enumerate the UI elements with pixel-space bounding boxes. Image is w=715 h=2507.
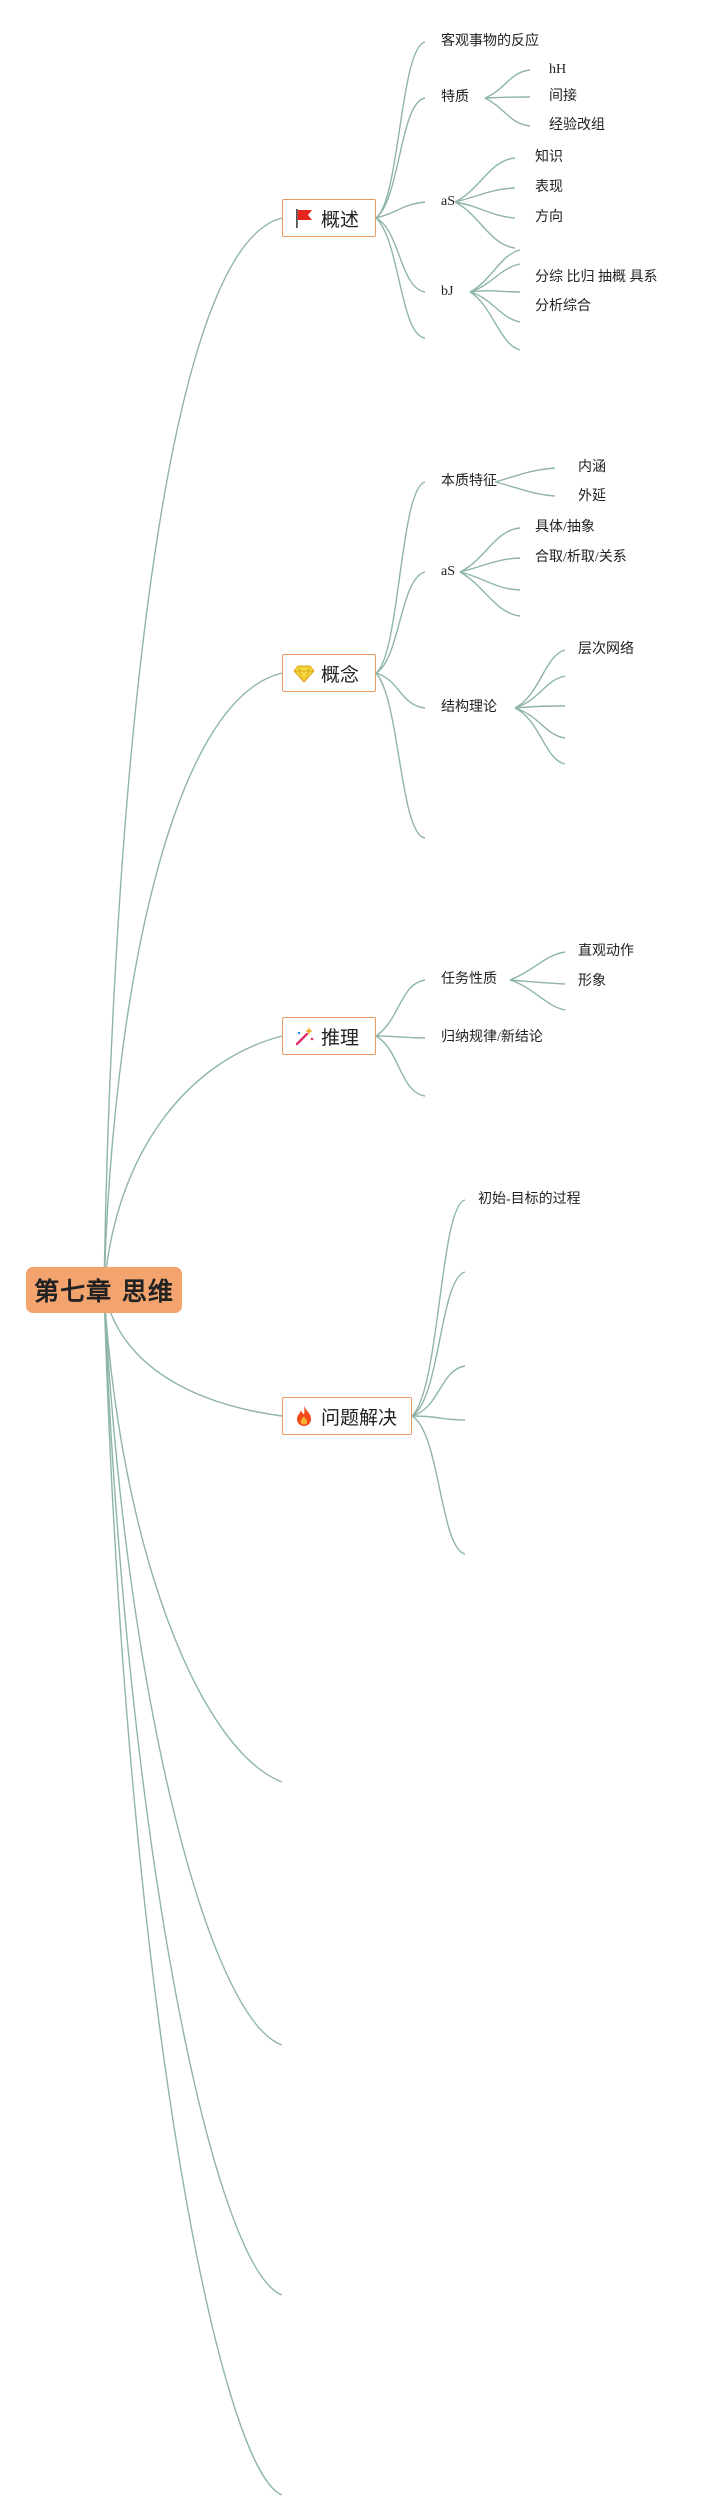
edge-root-to-empty-5 xyxy=(103,1289,283,1783)
edge-b2-c2-e2 xyxy=(459,571,521,617)
edge-b1-c1 xyxy=(375,41,426,219)
node-b2-c1-g1[interactable]: 内涵 xyxy=(578,460,606,475)
edge-b2-c3-e1 xyxy=(514,675,566,709)
branch-label: 概述 xyxy=(321,208,360,231)
edge-b2-c3-e3 xyxy=(514,707,566,739)
node-b2-c3-g1[interactable]: 层次网络 xyxy=(578,642,634,657)
node-b1-c3-g3[interactable]: 方向 xyxy=(535,210,563,225)
edge-root-to-branch-4 xyxy=(103,1289,283,1417)
node-b2-c3[interactable]: 结构理论 xyxy=(441,700,497,715)
node-b3-c2[interactable]: 归纳规律/新结论 xyxy=(441,1030,543,1045)
edge-b2-c2 xyxy=(375,571,426,674)
node-b2-c1-g2[interactable]: 外延 xyxy=(578,489,606,504)
branch-label: 推理 xyxy=(321,1026,360,1049)
edge-b1-c3-g1 xyxy=(454,157,516,203)
edge-b4-e4 xyxy=(411,1415,466,1555)
edge-b1-c2-g1 xyxy=(484,69,531,99)
branch-label: 问题解决 xyxy=(321,1406,398,1429)
root-node[interactable]: 第七章 思维 xyxy=(26,1267,182,1313)
edge-b3-empty xyxy=(375,1035,426,1097)
edge-b1-c4-g1 xyxy=(469,249,521,293)
edge-b1-c3-e1 xyxy=(454,201,516,249)
edge-b1-c4-g2 xyxy=(469,263,521,293)
node-b1-c2-g2[interactable]: 间接 xyxy=(549,89,577,104)
edge-b2-c1-g2 xyxy=(494,481,556,497)
node-b1-c4-g2[interactable]: 分析综合 xyxy=(535,299,591,314)
edge-b1-empty xyxy=(375,217,426,339)
edge-b1-c3-g3 xyxy=(454,201,516,219)
node-b1-c4[interactable]: bJ xyxy=(441,284,454,299)
node-b1-c2-g3[interactable]: 经验改组 xyxy=(549,118,605,133)
edge-b3-c1-e1 xyxy=(509,979,566,1011)
branch-node-concept[interactable]: 概念 xyxy=(282,654,376,692)
branch-node-overview[interactable]: 概述 xyxy=(282,199,376,237)
node-b3-c1[interactable]: 任务性质 xyxy=(441,972,497,987)
edge-b2-c1-g1 xyxy=(494,467,556,483)
edge-b3-c1-g2 xyxy=(509,979,566,985)
edge-b1-c2 xyxy=(375,97,426,219)
branch-label: 概念 xyxy=(321,663,360,686)
gem-icon xyxy=(293,662,315,684)
edge-root-to-branch-1 xyxy=(103,217,283,1291)
node-b3-c1-g2[interactable]: 形象 xyxy=(578,974,606,989)
edge-b2-c3-e4 xyxy=(514,707,566,765)
edge-b2-c3 xyxy=(375,672,426,709)
node-b4-c1[interactable]: 初始-目标的过程 xyxy=(478,1192,581,1207)
edge-b1-c3 xyxy=(375,201,426,219)
edge-b4-e2 xyxy=(411,1365,466,1417)
edge-b2-c2-g2 xyxy=(459,557,521,573)
sparkle-wand-icon xyxy=(293,1025,315,1047)
node-b1-c3-g2[interactable]: 表现 xyxy=(535,180,563,195)
edge-b4-e3 xyxy=(411,1415,466,1421)
edge-b1-c4-e1 xyxy=(469,289,521,293)
node-b1-c3-g1[interactable]: 知识 xyxy=(535,150,563,165)
edge-b2-c2-e1 xyxy=(459,571,521,591)
edge-b1-c2-g2 xyxy=(484,96,531,99)
edge-b3-c2 xyxy=(375,1035,426,1039)
node-b2-c2-g2[interactable]: 合取/析取/关系 xyxy=(535,550,627,565)
edge-b1-c3-g2 xyxy=(454,187,516,203)
edge-b1-c2-g3 xyxy=(484,97,531,127)
branch-node-reasoning[interactable]: 推理 xyxy=(282,1017,376,1055)
edge-root-to-branch-3 xyxy=(103,1035,283,1291)
node-b1-c1[interactable]: 客观事物的反应 xyxy=(441,34,539,49)
node-b1-c3[interactable]: aS xyxy=(441,194,455,209)
edge-root-to-empty-8 xyxy=(103,1289,283,2496)
edge-b4-e1 xyxy=(411,1271,466,1417)
edge-root-to-branch-2 xyxy=(103,672,283,1291)
fire-icon xyxy=(293,1405,315,1427)
edge-b1-c4-e2 xyxy=(469,291,521,323)
edge-b2-c1 xyxy=(375,481,426,674)
edge-b2-c3-e2 xyxy=(514,705,566,709)
edge-b4-c1 xyxy=(411,1199,466,1417)
edge-root-to-empty-7 xyxy=(103,1289,283,2296)
edge-b3-c1-g1 xyxy=(509,951,566,981)
red-flag-icon xyxy=(293,207,315,229)
edge-b2-c2-g1 xyxy=(459,527,521,573)
node-b2-c1[interactable]: 本质特征 xyxy=(441,474,497,489)
node-b1-c2-g1[interactable]: hH xyxy=(549,62,567,77)
edge-b3-c1 xyxy=(375,979,426,1037)
node-b2-c2-g1[interactable]: 具体/抽象 xyxy=(535,520,595,535)
node-b1-c2[interactable]: 特质 xyxy=(441,90,469,105)
edge-b2-c3-g1 xyxy=(514,649,566,709)
edge-b1-c4 xyxy=(375,217,426,293)
node-b2-c2[interactable]: aS xyxy=(441,564,455,579)
node-b3-c1-g1[interactable]: 直观动作 xyxy=(578,944,634,959)
edge-b1-c4-e3 xyxy=(469,291,521,351)
edge-b2-empty xyxy=(375,672,426,839)
node-b1-c4-g1[interactable]: 分综 比归 抽概 具系 xyxy=(535,270,658,285)
branch-node-problem-solving[interactable]: 问题解决 xyxy=(282,1397,412,1435)
edge-root-to-empty-6 xyxy=(103,1289,283,2046)
